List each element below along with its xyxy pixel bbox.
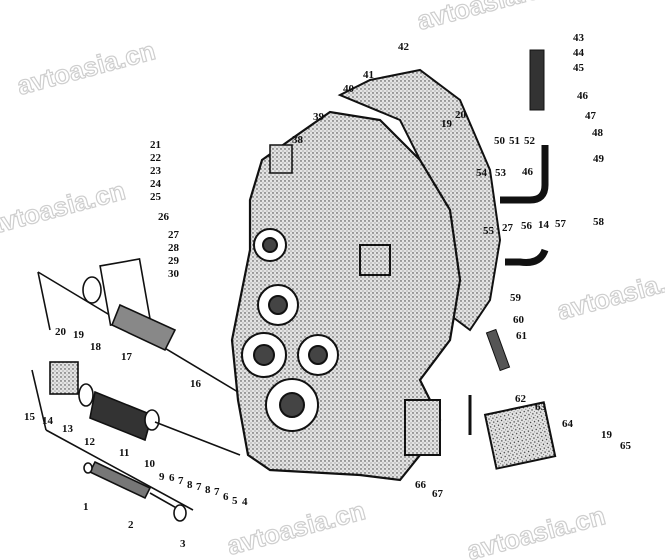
watermark: avtoasia.cn [14, 35, 159, 101]
part-label: 59 [510, 292, 522, 304]
part-label: 41 [363, 69, 374, 81]
part-label: 20 [455, 109, 467, 121]
part-label: 63 [535, 401, 547, 413]
part-label: 1 [83, 501, 89, 513]
part-label: 29 [168, 255, 180, 267]
part-label: 38 [292, 134, 304, 146]
part-label: 13 [62, 423, 74, 435]
part-label: 30 [168, 268, 180, 280]
part-label: 24 [150, 178, 162, 190]
part-label: 42 [398, 41, 410, 53]
part-label: 28 [168, 242, 180, 254]
part-label: 62 [515, 393, 527, 405]
part-label: 7 [178, 475, 184, 487]
part-label: 49 [593, 153, 605, 165]
part-label: 8 [205, 484, 211, 496]
part-label: 5 [232, 495, 238, 507]
part-label: 44 [573, 47, 585, 59]
part-label: 48 [592, 127, 604, 139]
part-label: 14 [538, 219, 550, 231]
part-label: 47 [585, 110, 597, 122]
part-label: 52 [524, 135, 536, 147]
part-label: 7 [196, 481, 202, 493]
part-label: 55 [483, 225, 495, 237]
watermark: avtoasia.cn [464, 500, 609, 560]
part-label: 50 [494, 135, 506, 147]
part-label: 60 [513, 314, 525, 326]
part-label: 6 [169, 472, 175, 484]
part-label: 22 [150, 152, 162, 164]
part-label: 53 [495, 167, 507, 179]
part-label: 2 [128, 519, 134, 531]
part-label: 16 [190, 378, 202, 390]
part-label: 19 [441, 118, 453, 130]
part-label: 46 [522, 166, 534, 178]
part-label: 10 [144, 458, 156, 470]
part-label: 7 [214, 486, 220, 498]
part-label: 56 [521, 220, 533, 232]
part-label: 8 [187, 479, 193, 491]
part-label: 11 [119, 447, 129, 459]
part-label: 21 [150, 139, 161, 151]
part-label: 18 [90, 341, 102, 353]
part-label: 64 [562, 418, 574, 430]
part-label: 40 [343, 83, 355, 95]
part-label: 23 [150, 165, 162, 177]
part-label: 58 [593, 216, 605, 228]
part-label: 17 [121, 351, 133, 363]
part-label: 20 [55, 326, 67, 338]
part-label: 19 [601, 429, 613, 441]
part-label: 15 [24, 411, 36, 423]
part-labels: 2122232425262728293038394041424344454647… [24, 32, 632, 550]
part-label: 27 [168, 229, 180, 241]
watermark: avtoasia.cn [554, 260, 665, 326]
part-label: 67 [432, 488, 444, 500]
part-label: 25 [150, 191, 162, 203]
part-label: 66 [415, 479, 427, 491]
filter-assemblies [31, 258, 241, 522]
part-label: 14 [42, 415, 54, 427]
watermark: avtoasia.cn [414, 0, 559, 36]
part-label: 9 [159, 471, 165, 483]
part-label: 12 [84, 436, 96, 448]
part-label: 65 [620, 440, 632, 452]
part-label: 54 [476, 167, 488, 179]
part-label: 4 [242, 496, 248, 508]
flanges [241, 228, 441, 456]
part-label: 61 [516, 330, 527, 342]
part-label: 6 [223, 491, 229, 503]
part-label: 26 [158, 211, 170, 223]
part-label: 57 [555, 218, 567, 230]
part-label: 3 [180, 538, 186, 550]
part-label: 46 [577, 90, 589, 102]
watermark: avtoasia.cn [0, 175, 128, 241]
part-label: 51 [509, 135, 520, 147]
part-label: 39 [313, 111, 325, 123]
part-label: 19 [73, 329, 85, 341]
pipes [468, 49, 557, 470]
part-label: 45 [573, 62, 585, 74]
top-boss [269, 144, 293, 174]
part-label: 43 [573, 32, 585, 44]
part-label: 27 [502, 222, 514, 234]
